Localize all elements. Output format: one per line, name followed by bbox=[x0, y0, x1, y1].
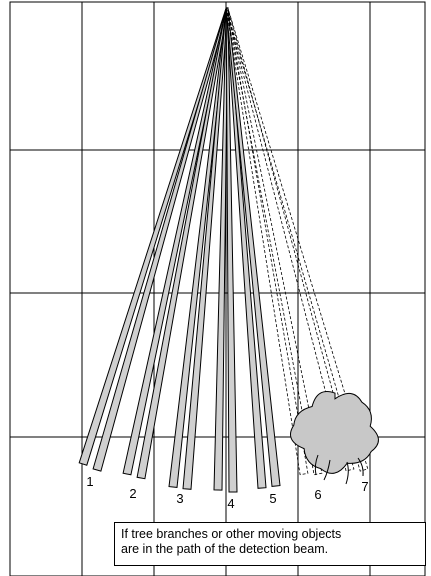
tree-icon bbox=[290, 390, 379, 485]
caption-line-2: are in the path of the detection beam. bbox=[121, 542, 329, 556]
beam-6-strip bbox=[225, 7, 323, 476]
beam-label-5: 5 bbox=[269, 491, 276, 506]
beam-label-7: 7 bbox=[361, 479, 368, 494]
tree-branch bbox=[323, 459, 331, 481]
beam-label-4: 4 bbox=[227, 496, 234, 511]
beam-7-strip bbox=[225, 7, 355, 472]
beam-label-1: 1 bbox=[86, 474, 93, 489]
beam-6-strip bbox=[225, 7, 309, 476]
tree-canopy bbox=[290, 390, 379, 474]
beam-labels: 1 2 3 4 5 6 7 bbox=[86, 474, 368, 511]
tree-branch bbox=[314, 454, 319, 476]
tree-branch bbox=[357, 457, 364, 477]
caption-line-1: If tree branches or other moving objects bbox=[121, 527, 342, 541]
beam-label-6: 6 bbox=[314, 487, 321, 502]
beam-2-strip bbox=[122, 7, 229, 476]
tree-branch bbox=[345, 461, 349, 485]
caption-box: If tree branches or other moving objects… bbox=[114, 522, 426, 566]
beam-7-strip bbox=[225, 7, 369, 472]
grid-frame bbox=[9, 1, 426, 576]
beam-label-2: 2 bbox=[129, 486, 136, 501]
beam-label-3: 3 bbox=[176, 491, 183, 506]
beam-group bbox=[78, 7, 369, 493]
